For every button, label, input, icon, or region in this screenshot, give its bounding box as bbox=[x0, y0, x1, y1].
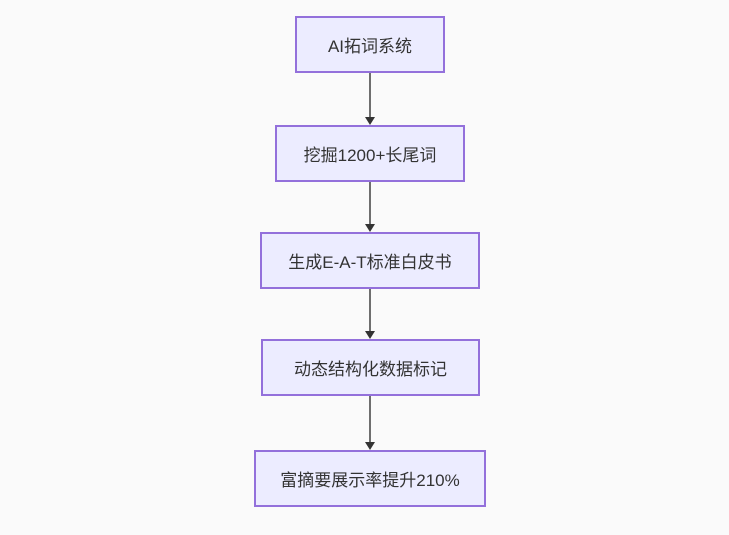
flow-edge-n1-n2 bbox=[364, 73, 376, 125]
edge-line bbox=[369, 396, 371, 442]
flow-node-structured-data-markup: 动态结构化数据标记 bbox=[261, 339, 480, 396]
flow-node-label: 挖掘1200+长尾词 bbox=[303, 146, 437, 165]
flow-node-rich-snippet-result: 富摘要展示率提升210% bbox=[254, 450, 486, 507]
flow-node-label: AI拓词系统 bbox=[327, 37, 413, 56]
arrow-down-icon bbox=[365, 224, 375, 232]
flow-edge-n2-n3 bbox=[364, 182, 376, 232]
flow-node-label: 生成E-A-T标准白皮书 bbox=[288, 253, 452, 272]
edge-line bbox=[369, 182, 371, 224]
edge-line bbox=[369, 73, 371, 117]
arrow-down-icon bbox=[365, 117, 375, 125]
flow-node-longtail-mining: 挖掘1200+长尾词 bbox=[275, 125, 465, 182]
flow-edge-n3-n4 bbox=[364, 289, 376, 339]
arrow-down-icon bbox=[365, 331, 375, 339]
flow-node-eat-whitepaper: 生成E-A-T标准白皮书 bbox=[260, 232, 480, 289]
flow-node-label: 动态结构化数据标记 bbox=[294, 360, 447, 379]
flow-node-label: 富摘要展示率提升210% bbox=[280, 471, 460, 490]
edge-line bbox=[369, 289, 371, 331]
flow-node-ai-keyword-system: AI拓词系统 bbox=[295, 16, 445, 73]
flow-edge-n4-n5 bbox=[364, 396, 376, 450]
arrow-down-icon bbox=[365, 442, 375, 450]
